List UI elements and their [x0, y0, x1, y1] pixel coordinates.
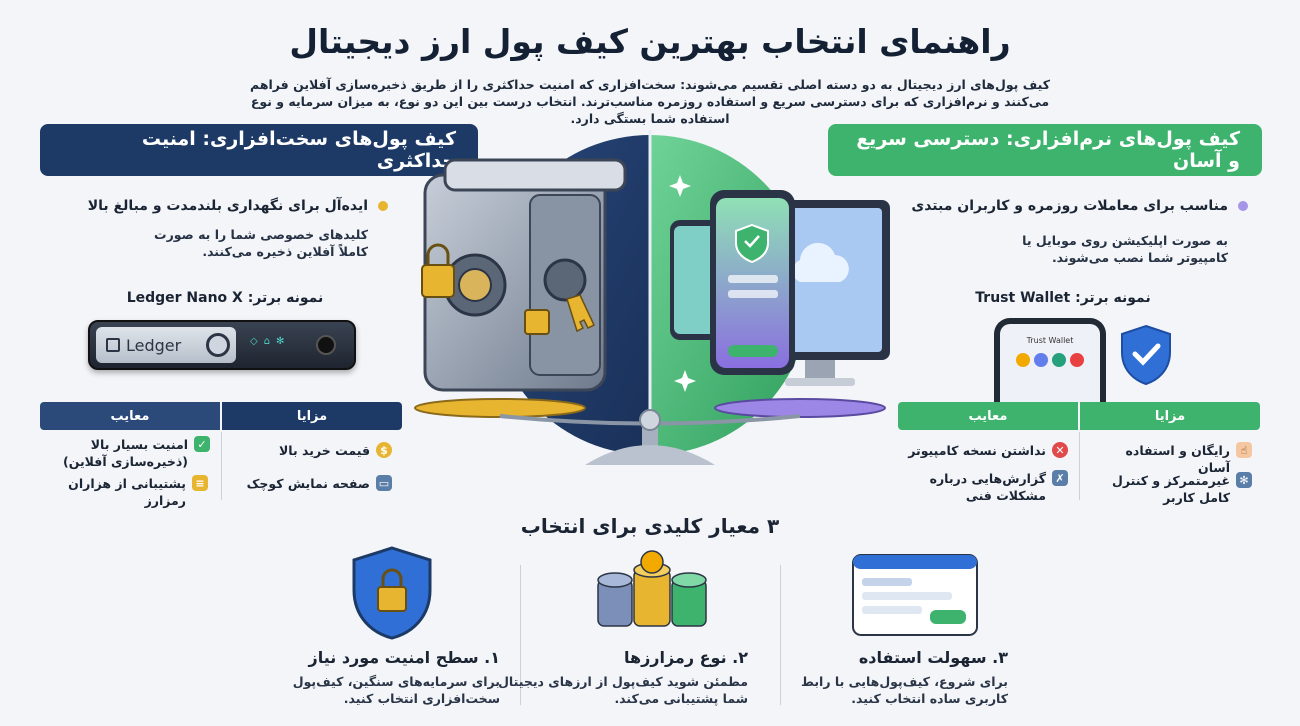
coins-icon: ≡ [192, 475, 208, 491]
hardware-pro-item: ≡ پشتیبانی از هزاران رمزارز [38, 475, 208, 509]
software-table-header: معایب مزایا [898, 402, 1260, 430]
software-pro-item: ☝ رایگان و استفاده آسان [1092, 442, 1252, 476]
trust-wallet-phone: Trust Wallet [994, 318, 1106, 402]
criterion-security: ۱. سطح امنیت مورد نیاز برای سرمایه‌های س… [250, 648, 500, 707]
software-pro-item: ✻ غیرمتمرکز و کنترل کامل کاربر [1092, 472, 1252, 506]
hardware-bullet-text: ایده‌آل برای نگهداری بلندمدت و مبالغ بال… [87, 198, 368, 214]
hardware-con-item: ▭ صفحه نمایش کوچک [232, 475, 392, 492]
criterion-text: مطمئن شوید کیف‌پول از ارزهای دیجیتال شما… [498, 674, 748, 706]
monitor-icon: ▭ [376, 475, 392, 491]
ledger-device: Ledger ◇⌂✻ [88, 320, 356, 370]
ledger-screen-icons: ◇⌂✻ [250, 336, 291, 347]
bullet-dot-icon [1238, 201, 1248, 211]
hardware-bullet: ایده‌آل برای نگهداری بلندمدت و مبالغ بال… [28, 198, 388, 214]
hardware-pros-header: مزایا [222, 402, 402, 430]
software-con-item: ✗ گزارش‌هایی درباره مشکلات فنی [918, 470, 1068, 504]
criterion-ease-of-use: ۳. سهولت استفاده برای شروع، کیف‌پول‌هایی… [758, 648, 1008, 707]
hardware-cons-header: معایب [40, 402, 220, 430]
software-bullet-text: مناسب برای معاملات روزمره و کاربران مبتد… [911, 198, 1228, 214]
phone-app-title: Trust Wallet [1026, 336, 1074, 345]
criterion-heading: ۱. سطح امنیت مورد نیاز [308, 648, 500, 667]
hardware-con-item: $ قیمت خرید بالا [232, 442, 392, 459]
software-banner: کیف پول‌های نرم‌افزاری: دسترسی سریع و آس… [828, 124, 1262, 176]
ledger-button [206, 333, 230, 357]
ledger-side-button [316, 335, 336, 355]
ledger-logo-icon [106, 338, 120, 352]
software-cons-header: معایب [898, 402, 1078, 430]
criterion-heading: ۲. نوع رمزارزها [623, 648, 748, 667]
coin-stacks-icon [597, 550, 707, 627]
criteria-title: ۳ معیار کلیدی برای انتخاب [520, 514, 780, 538]
hardware-pro-item: ✓ امنیت بسیار بالا (ذخیره‌سازی آفلاین) [40, 436, 210, 470]
network-icon: ✻ [1236, 472, 1252, 488]
hardware-description: کلیدهای خصوصی شما را به صورت کاملاً آفلا… [154, 227, 368, 259]
software-con-item: ✕ نداشتن نسخه کامپیوتر [898, 442, 1068, 459]
software-description: به صورت اپلیکیشن روی موبایل یا کامپیوتر … [1022, 233, 1228, 265]
criterion-text: برای سرمایه‌های سنگین، کیف‌پول سخت‌افزار… [292, 674, 500, 706]
bullet-dot-icon [378, 201, 388, 211]
criterion-coin-types: ۲. نوع رمزارزها مطمئن شوید کیف‌پول از ار… [498, 648, 748, 707]
security-shield-icon [352, 546, 432, 640]
coin-icons [1000, 353, 1100, 367]
shield-check-icon: ✓ [194, 436, 210, 452]
hand-pointer-icon: ☝ [1236, 442, 1252, 458]
software-bullet: مناسب برای معاملات روزمره و کاربران مبتد… [888, 198, 1248, 214]
criterion-text: برای شروع، کیف‌پول‌هایی با رابط کاربری س… [800, 674, 1008, 706]
intro-text: کیف پول‌های ارز دیجیتال به دو دسته اصلی … [250, 77, 1050, 126]
dollar-icon: $ [376, 442, 392, 458]
hardware-example-label: نمونه برتر: Ledger Nano X [126, 290, 324, 306]
software-devices-icon [670, 190, 890, 386]
page-title: راهنمای انتخاب بهترین کیف پول ارز دیجیتا… [289, 22, 1011, 61]
hardware-banner: کیف پول‌های سخت‌افزاری: امنیت حداکثری [40, 124, 478, 176]
comparison-illustration [414, 130, 890, 465]
app-window-icon [852, 554, 978, 636]
safe-icon [421, 158, 627, 392]
hardware-table-header: معایب مزایا [40, 402, 402, 430]
tools-icon: ✗ [1052, 470, 1068, 486]
software-pros-header: مزایا [1080, 402, 1260, 430]
software-example-label: نمونه برتر: Trust Wallet [975, 290, 1151, 306]
x-circle-icon: ✕ [1052, 442, 1068, 458]
criterion-heading: ۳. سهولت استفاده [858, 648, 1008, 667]
trust-shield-icon [1121, 324, 1171, 386]
ledger-brand: Ledger [126, 335, 182, 355]
balance-scale-icon [414, 398, 886, 465]
